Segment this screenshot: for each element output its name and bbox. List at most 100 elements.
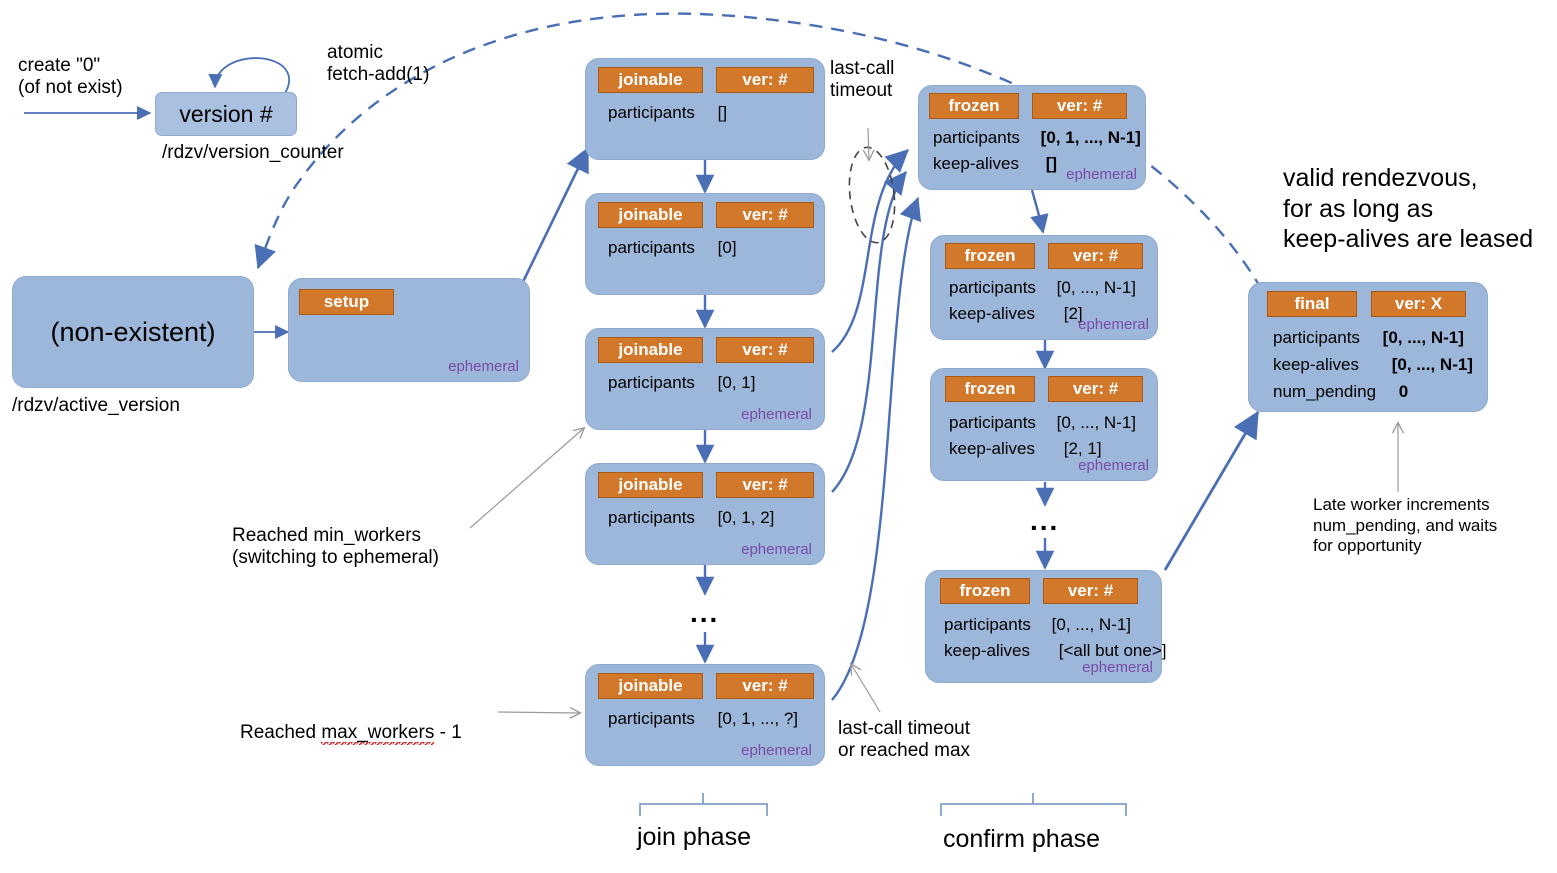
num-pending-key: num_pending [1273, 382, 1377, 401]
keep-alives-row: keep-alives [2] [949, 304, 1083, 324]
confirm-phase-brace [940, 793, 1127, 816]
participants-value: [0, 1, ..., N-1] [1040, 128, 1141, 147]
setup-ephemeral-label: ephemeral [448, 358, 519, 375]
max-workers-prefix: Reached [240, 722, 322, 744]
keep-alives-key: keep-alives [949, 439, 1035, 458]
version-badge: ver: # [1032, 93, 1127, 119]
participants-value: [0] [717, 238, 737, 257]
joinable-box-1: joinable ver: # participants [] [585, 58, 825, 160]
participants-key: participants [944, 615, 1031, 634]
frozen-box-3: frozen ver: # participants [0, ..., N-1]… [930, 368, 1158, 481]
participants-row: participants [0, 1] [608, 373, 755, 393]
max-workers-note: Reached max_workers - 1 [240, 700, 462, 746]
atomic-fetch-add-note: atomic fetch-add(1) [327, 42, 430, 86]
frozen-box-2: frozen ver: # participants [0, ..., N-1]… [930, 235, 1158, 340]
participants-row: participants [0, 1, ..., ?] [608, 709, 798, 729]
num-pending-row: num_pending 0 [1273, 382, 1408, 402]
join-phase-brace [639, 793, 768, 816]
participants-key: participants [1273, 328, 1360, 347]
num-pending-value: 0 [1398, 382, 1409, 401]
participants-value: [0, ..., N-1] [1056, 413, 1137, 432]
participants-key: participants [608, 103, 695, 122]
setup-to-joinable-arrow [518, 146, 590, 289]
version-badge: ver: # [716, 472, 814, 498]
ephemeral-label: ephemeral [1078, 316, 1149, 333]
joinable-status-badge: joinable [598, 472, 703, 498]
version-badge: ver: # [1048, 243, 1143, 269]
keep-alives-key: keep-alives [933, 154, 1019, 173]
joinable-status-badge: joinable [598, 337, 703, 363]
version-badge: ver: X [1371, 291, 1466, 317]
joinable-status-badge: joinable [598, 202, 703, 228]
ephemeral-label: ephemeral [1082, 659, 1153, 676]
version-badge: ver: # [716, 202, 814, 228]
last-call-timeout-note: last-call timeout [830, 58, 895, 102]
version-badge: ver: # [1048, 376, 1143, 402]
keep-alives-key: keep-alives [944, 641, 1030, 660]
last-call-dashed-ellipse [848, 127, 896, 244]
keep-alives-value: [2, 1] [1063, 439, 1102, 458]
joinable-box-3: joinable ver: # participants [0, 1] ephe… [585, 328, 825, 430]
last-call-or-max-note: last-call timeout or reached max [838, 718, 971, 762]
frozen-status-badge: frozen [945, 376, 1035, 402]
confirm-phase-ellipsis: ... [1030, 505, 1060, 536]
keep-alives-value: [2] [1063, 304, 1083, 323]
keep-alives-key: keep-alives [949, 304, 1035, 323]
participants-key: participants [933, 128, 1020, 147]
confirm-to-final-arrow [1163, 410, 1260, 571]
participants-row: participants [0, 1, 2] [608, 508, 774, 528]
participants-value: [0, ..., N-1] [1382, 328, 1464, 347]
participants-key: participants [949, 278, 1036, 297]
ephemeral-label: ephemeral [741, 742, 812, 759]
keep-alives-value: [<all but one>] [1058, 641, 1167, 660]
join-to-confirm-curves [831, 149, 922, 701]
participants-value: [0, 1, ..., ?] [717, 709, 798, 728]
keep-alives-row: keep-alives [<all but one>] [944, 641, 1167, 661]
participants-row: participants [0, 1, ..., N-1] [933, 128, 1141, 148]
joinable-box-2: joinable ver: # participants [0] [585, 193, 825, 295]
join-phase-label: join phase [637, 823, 751, 851]
join-phase-ellipsis: ... [690, 597, 720, 628]
version-counter-path: /rdzv/version_counter [162, 142, 344, 163]
keep-alives-key: keep-alives [1273, 355, 1359, 374]
create-zero-note: create "0" (of not exist) [18, 55, 123, 99]
version-counter-box: version # [155, 92, 297, 136]
participants-row: participants [0] [608, 238, 737, 258]
active-version-path: /rdzv/active_version [12, 395, 180, 416]
nonexistent-state-box: (non-existent) [12, 276, 254, 388]
version-badge: ver: # [1043, 578, 1138, 604]
final-state-box: final ver: X participants [0, ..., N-1] … [1248, 282, 1488, 412]
version-badge: ver: # [716, 337, 814, 363]
keep-alives-value: [] [1045, 154, 1058, 173]
participants-value: [0, 1] [717, 373, 756, 392]
participants-key: participants [608, 709, 695, 728]
participants-value: [0, ..., N-1] [1051, 615, 1132, 634]
participants-value: [0, ..., N-1] [1056, 278, 1137, 297]
late-worker-note: Late worker increments num_pending, and … [1313, 495, 1498, 556]
nonexistent-label: (non-existent) [50, 316, 216, 347]
participants-row: participants [0, ..., N-1] [949, 278, 1136, 298]
frozen-status-badge: frozen [929, 93, 1019, 119]
keep-alives-row: keep-alives [2, 1] [949, 439, 1102, 459]
confirm-phase-label: confirm phase [943, 825, 1101, 853]
ephemeral-label: ephemeral [1066, 166, 1137, 183]
keep-alives-value: [0, ..., N-1] [1391, 355, 1473, 374]
participants-key: participants [608, 238, 695, 257]
min-workers-note: Reached min_workers (switching to epheme… [232, 525, 439, 569]
joinable-box-4: joinable ver: # participants [0, 1, 2] e… [585, 463, 825, 565]
joinable-status-badge: joinable [598, 673, 703, 699]
joinable-box-5: joinable ver: # participants [0, 1, ...,… [585, 664, 825, 766]
final-status-badge: final [1267, 291, 1357, 317]
participants-row: participants [0, ..., N-1] [1273, 328, 1464, 348]
max-workers-suffix: - 1 [434, 722, 462, 744]
frozen-status-badge: frozen [945, 243, 1035, 269]
version-badge: ver: # [716, 67, 814, 93]
version-badge: ver: # [716, 673, 814, 699]
frozen-box-4: frozen ver: # participants [0, ..., N-1]… [925, 570, 1167, 683]
participants-row: participants [0, ..., N-1] [949, 413, 1136, 433]
participants-value: [] [717, 103, 728, 122]
keep-alives-row: keep-alives [] [933, 154, 1057, 174]
max-workers-term: max_workers [321, 722, 435, 746]
version-counter-label: version # [179, 100, 273, 127]
frozen-box-1: frozen ver: # participants [0, 1, ..., N… [918, 85, 1146, 190]
